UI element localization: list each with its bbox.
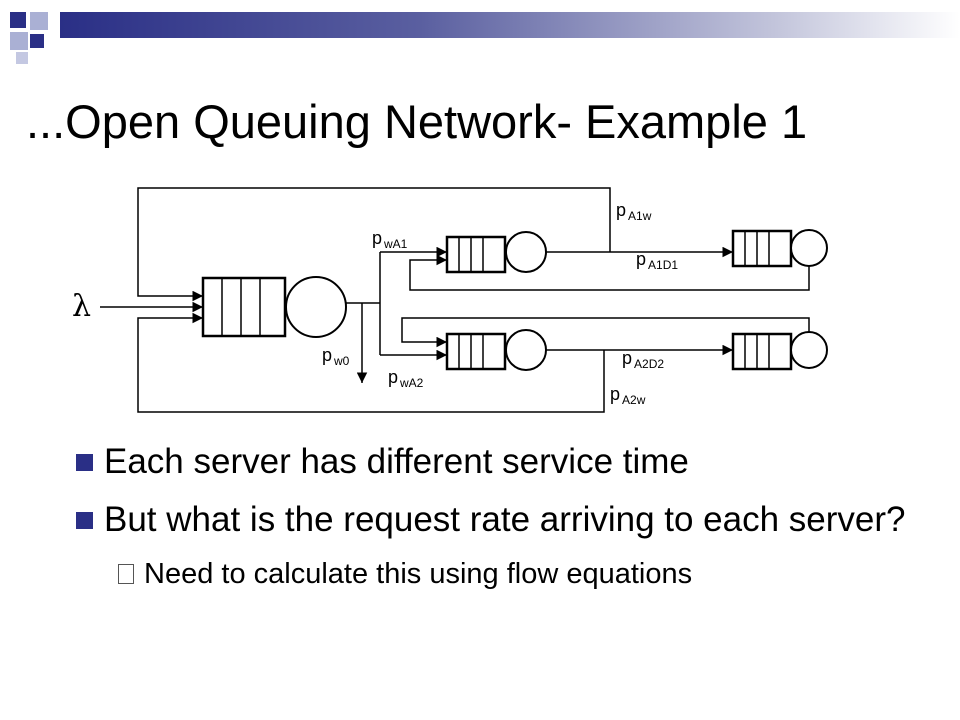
- sub-bullet-text: Need to calculate this using flow equati…: [144, 558, 693, 590]
- server-d1: [790, 229, 828, 267]
- queue-a1: [445, 235, 507, 274]
- server-w: [285, 276, 347, 338]
- bullet-item: Each server has different service time: [74, 440, 934, 484]
- queue-a2: [445, 332, 507, 371]
- server-a1: [505, 231, 547, 273]
- bullet-list: Each server has different service time B…: [74, 440, 934, 592]
- bullet-text: Each server has different service time: [104, 442, 689, 481]
- decor-square-5: [16, 52, 28, 64]
- square-bullet-icon: [76, 512, 93, 529]
- arrival-rate-label: λ: [72, 289, 91, 324]
- queue-w: [201, 276, 287, 338]
- bullet-text: But what is the request rate arriving to…: [104, 500, 906, 539]
- decor-square-1: [10, 12, 26, 28]
- d2-feedback-loop: [401, 317, 810, 348]
- square-bullet-icon: [76, 454, 93, 471]
- a2-return-loop: [137, 312, 605, 413]
- queue-d1: [731, 229, 793, 268]
- a1-return-loop: [137, 187, 611, 302]
- server-d2: [790, 331, 828, 369]
- hollow-square-bullet-icon: [118, 564, 134, 584]
- d1-feedback-loop: [409, 254, 810, 291]
- queue-d2: [731, 332, 793, 371]
- sub-bullet-item: Need to calculate this using flow equati…: [118, 556, 934, 592]
- server-a2: [505, 329, 547, 371]
- decor-square-3: [10, 32, 28, 50]
- slide-title: ...Open Queuing Network- Example 1: [26, 95, 808, 148]
- decor-square-4: [30, 34, 44, 48]
- header-gradient-bar: [60, 12, 960, 38]
- decor-square-2: [30, 12, 48, 30]
- bullet-item: But what is the request rate arriving to…: [74, 498, 934, 542]
